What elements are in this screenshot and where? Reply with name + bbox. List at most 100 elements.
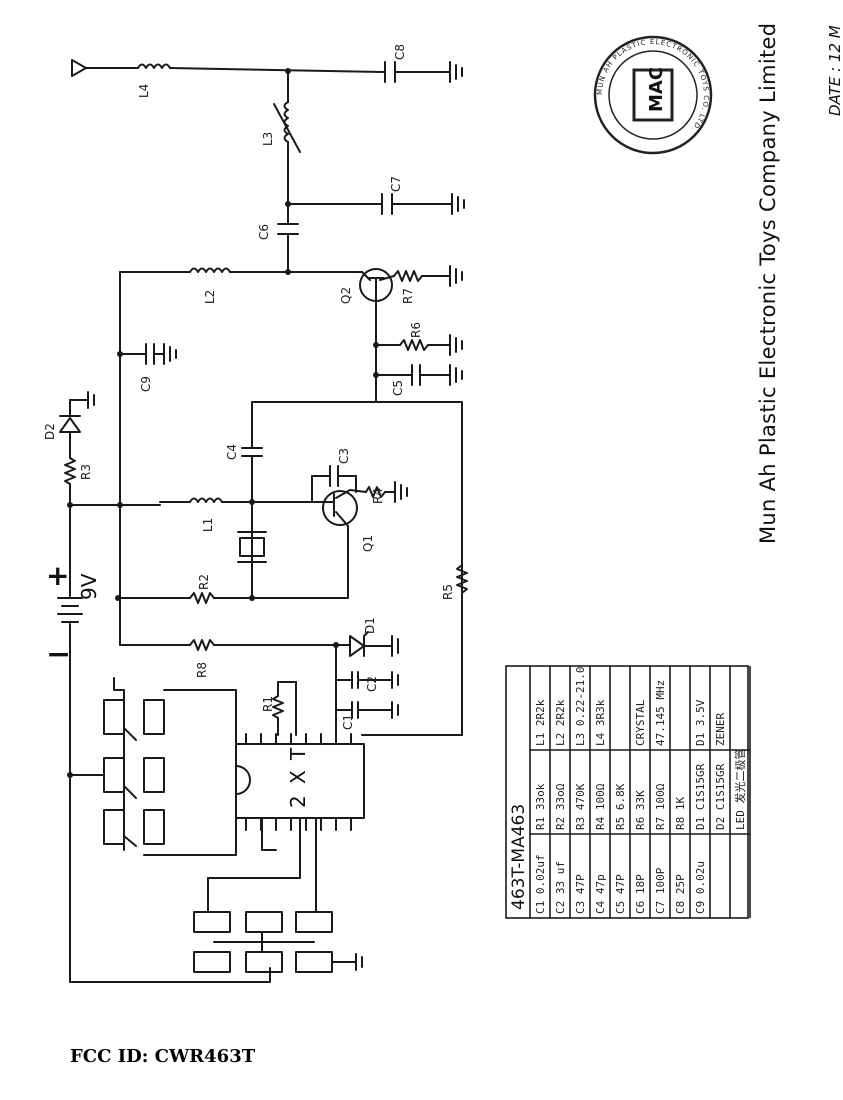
parts-table-cell: ZENER: [714, 713, 727, 746]
capacitor-c5: [375, 364, 463, 386]
inductor-l1: [189, 497, 223, 503]
ic-name-t: T: [286, 747, 310, 761]
parts-table-cell: C2 33 uf: [554, 861, 567, 914]
resistor-r2: [189, 592, 215, 604]
switch-cluster-left: [69, 677, 237, 856]
company-seal: MUN AH PLASTIC ELECTRONIC TOYS CO. LTD. …: [593, 35, 713, 155]
label-c1: C1: [341, 714, 355, 730]
label-r5: R5: [441, 584, 455, 600]
switch-cluster-bottom: [193, 817, 363, 973]
crystal: [237, 531, 267, 563]
component-labels: L4 C8 L3 C7 C6 L2 Q2 R7 R6 C5 C9 D2 R3 C…: [43, 44, 455, 730]
label-l4: L4: [137, 84, 151, 98]
parts-table: 463T-MA463 C1 0.02uf R1 33ok L1 2R2k C2 33 u…: [505, 665, 751, 919]
inductor-l4: [137, 63, 171, 69]
parts-table-cell: D2 C1S15GR: [714, 763, 727, 830]
parts-table-cell: R4 100Ω: [594, 783, 607, 830]
label-d1: D1: [363, 617, 377, 634]
label-c7: C7: [389, 176, 403, 192]
parts-table-title: 463T-MA463: [509, 804, 529, 910]
capacitor-c3: [329, 465, 339, 487]
parts-table-cell: C9 0.02u: [694, 861, 707, 914]
transistor-q2: [359, 268, 395, 311]
parts-table-cell: R8 1K: [674, 797, 687, 830]
resistor-r6: [375, 334, 463, 356]
svg-text:MAC: MAC: [646, 67, 667, 112]
capacitor-c7: [287, 193, 465, 215]
label-c9: C9: [139, 376, 153, 392]
label-c2: C2: [365, 676, 379, 692]
diode-d1: [335, 631, 399, 657]
battery-voltage-label: 9V: [77, 573, 101, 600]
label-l2: L2: [203, 290, 217, 304]
parts-table-cell: R5 6.8K: [614, 783, 627, 830]
parts-table-cell: L2 2R2k: [554, 699, 567, 746]
capacitor-c6: [277, 223, 299, 235]
capacitor-c2: [335, 671, 399, 689]
parts-table-cell: R7 100Ω: [654, 783, 667, 830]
battery-9v: [57, 504, 83, 983]
battery-plus-label: +: [46, 559, 69, 592]
label-r3: R3: [79, 464, 93, 480]
label-q1: Q1: [361, 535, 375, 552]
label-c4: C4: [225, 444, 239, 460]
label-r2: R2: [197, 574, 211, 590]
parts-table-cell: C6 18P: [634, 874, 647, 914]
supply-labels: + 9V −: [46, 559, 101, 672]
label-r8: R8: [195, 662, 209, 678]
resistor-r8: [189, 639, 215, 651]
parts-table-cell: C1 0.02uf: [534, 854, 547, 914]
label-d2: D2: [43, 423, 57, 440]
company-name: Mun Ah Plastic Electronic Toys Company L…: [756, 22, 780, 544]
parts-table-cell: LED 发光二极管: [733, 749, 747, 831]
label-c8: C8: [393, 44, 407, 60]
capacitor-c8: [384, 61, 463, 83]
ic-name-2: 2: [286, 795, 310, 808]
parts-table-cell: CRYSTAL: [634, 699, 647, 746]
label-l3: L3: [261, 132, 275, 146]
resistor-r1: [272, 681, 297, 736]
resistor-r7: [393, 265, 463, 287]
date-label: DATE : 12 M: [826, 25, 843, 116]
label-r4: R4: [371, 488, 385, 504]
label-c3: C3: [337, 448, 351, 464]
battery-minus-label: −: [46, 637, 71, 672]
parts-table-cell: R3 470K: [574, 783, 587, 830]
parts-table-cell: C3 47P: [574, 874, 587, 914]
resistor-r3: [64, 457, 76, 506]
parts-table-cell: R2 33oΩ: [554, 783, 567, 830]
parts-table-cell: C8 25P: [674, 874, 687, 914]
parts-table-cell: C4 47p: [594, 874, 607, 914]
parts-table-cell: C7 100P: [654, 867, 667, 914]
label-c5: C5: [391, 380, 405, 396]
fcc-id: FCC ID: CWR463T: [70, 1046, 256, 1067]
parts-table-cell: L3 0.22-21.0: [574, 667, 587, 746]
resistor-r4: [349, 481, 408, 503]
capacitor-c1: [335, 701, 399, 719]
label-c6: C6: [257, 224, 271, 240]
inductor-l2: [189, 267, 231, 273]
parts-table-cell: D1 C1S15GR: [694, 763, 707, 830]
parts-table-cell: L1 2R2k: [534, 699, 547, 746]
resistor-r5: [456, 564, 468, 594]
parts-table-cell: R6 33K: [634, 790, 647, 830]
label-l1: L1: [201, 518, 215, 532]
diode-d2: [59, 391, 95, 433]
label-r6: R6: [409, 322, 423, 338]
label-r7: R7: [401, 288, 415, 304]
label-r1: R1: [261, 696, 275, 712]
parts-table-cell: C5 47P: [614, 874, 627, 914]
parts-table-cell: R1 33ok: [534, 783, 547, 830]
parts-table-cell: L4 3R3k: [594, 699, 607, 746]
parts-table-cell: 47.145 MHz: [654, 680, 667, 746]
parts-table-cell: D1 3.5V: [694, 699, 707, 746]
capacitor-c4: [241, 447, 263, 457]
capacitor-c9: [119, 343, 177, 365]
transistor-q1: [322, 489, 358, 527]
label-q2: Q2: [339, 287, 353, 304]
ic-label: T X 2: [286, 747, 310, 808]
ic-name-x: X: [286, 770, 310, 784]
antenna: [71, 59, 139, 77]
